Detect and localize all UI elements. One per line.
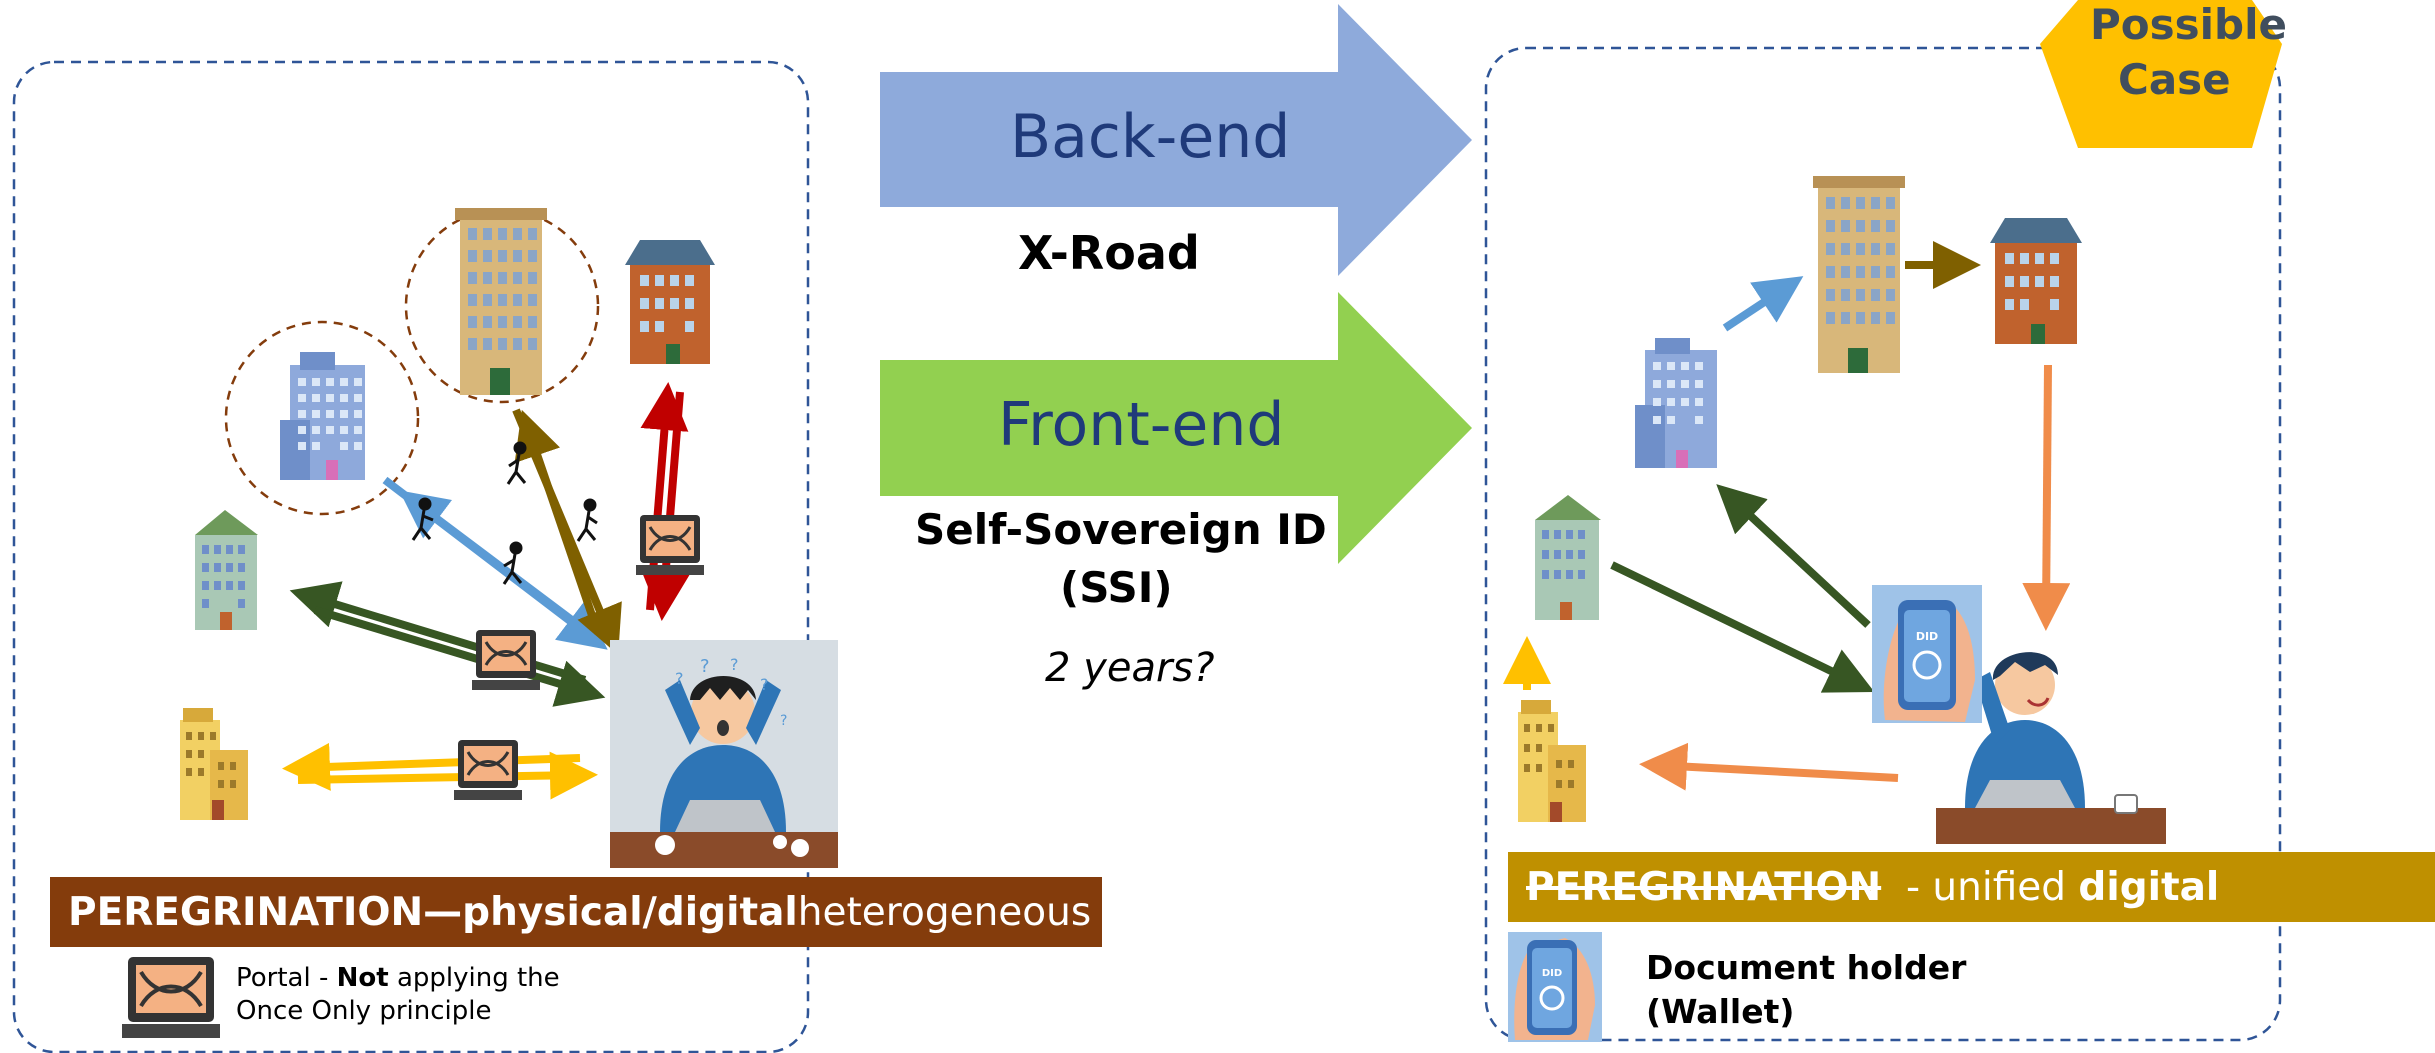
frontend-label: Front-end <box>998 390 1285 460</box>
portal-computer-icon <box>454 740 522 800</box>
arrow-green-from-building <box>313 606 606 707</box>
arrow-yellow-to-building <box>282 742 581 791</box>
left-panel-border <box>12 60 810 1053</box>
possible-case-badge <box>2040 0 2282 148</box>
legend-text-b: applying the <box>388 963 560 993</box>
did-label: DID <box>1916 630 1938 643</box>
left-banner-bold: PEREGRINATION—physical/digital <box>68 889 798 935</box>
building-green-icon <box>195 510 258 630</box>
svg-text:?: ? <box>760 675 769 694</box>
arrow-orange-brick-to-user <box>2022 364 2071 631</box>
left-banner: PEREGRINATION—physical/digital heterogen… <box>50 877 1102 947</box>
portal-computer-icon <box>472 630 540 690</box>
legend-line-2: Once Only principle <box>236 996 492 1026</box>
svg-text:?: ? <box>780 713 787 729</box>
left-banner-rest: heterogeneous <box>797 889 1092 935</box>
building-yellow-icon <box>180 708 248 820</box>
building-brick-icon <box>625 240 715 364</box>
right-banner: PEREGRINATION - unified digital <box>1508 852 2435 922</box>
building-blue-office-icon <box>1635 338 1717 468</box>
legend-portal-computer-icon <box>122 957 220 1038</box>
arrow-blue-office-to-tower <box>1722 276 1804 332</box>
arrow-green-to-building <box>289 581 587 684</box>
arrow-orange-user-to-yellow <box>1639 742 1899 791</box>
building-blue-office-icon <box>280 352 365 480</box>
frontend-technology-acronym: (SSI) <box>1060 563 1173 612</box>
right-panel-border <box>1484 46 2282 1042</box>
legend-line-1: Portal - Not applying the <box>236 963 560 993</box>
legend-text-not: Not <box>336 963 389 993</box>
wallet-phone-icon: DID <box>1872 585 1982 723</box>
badge-line-2: Case <box>2118 55 2231 104</box>
frontend-arrow <box>880 292 1472 564</box>
svg-text:?: ? <box>675 669 684 688</box>
timeline-label: 2 years? <box>1045 645 1215 691</box>
building-brick-icon <box>1990 218 2082 344</box>
building-green-icon <box>1535 495 1601 620</box>
right-banner-bold: digital <box>2078 864 2220 910</box>
badge-line-1: Possible <box>2090 0 2287 49</box>
walking-person-icon <box>411 441 598 585</box>
right-banner-strike: PEREGRINATION <box>1526 864 1882 910</box>
confused-person-illustration: ? ? ? ? ? <box>610 640 838 868</box>
building-tall-tan-icon <box>455 208 547 395</box>
right-banner-dash: - unified <box>1881 864 2079 910</box>
arrow-yellow-from-building <box>297 751 598 800</box>
highlight-circle-small <box>224 320 420 516</box>
arrow-blue-from-office <box>382 476 608 650</box>
svg-text:?: ? <box>730 655 739 674</box>
building-yellow-icon <box>1518 700 1586 822</box>
svg-text:?: ? <box>700 656 710 677</box>
backend-arrow <box>880 4 1472 276</box>
holder-line-1: Document holder <box>1646 948 1967 987</box>
portal-computer-icon <box>636 515 704 575</box>
backend-technology-label: X-Road <box>1018 226 1200 280</box>
frontend-technology-label: Self-Sovereign ID <box>915 505 1327 554</box>
building-tall-tan-icon <box>1813 176 1905 373</box>
arrow-green-wallet-to-office <box>1716 484 1871 628</box>
holder-line-2: (Wallet) <box>1646 992 1795 1031</box>
did-label: DID <box>1542 968 1562 979</box>
legend-wallet-phone-icon: DID <box>1508 932 1602 1042</box>
backend-label: Back-end <box>1010 102 1291 172</box>
arrow-olive-from-tower <box>512 408 622 655</box>
arrow-green-building-to-wallet <box>1610 561 1875 693</box>
legend-text-a: Portal - <box>236 963 337 993</box>
happy-person-illustration <box>1936 652 2166 844</box>
